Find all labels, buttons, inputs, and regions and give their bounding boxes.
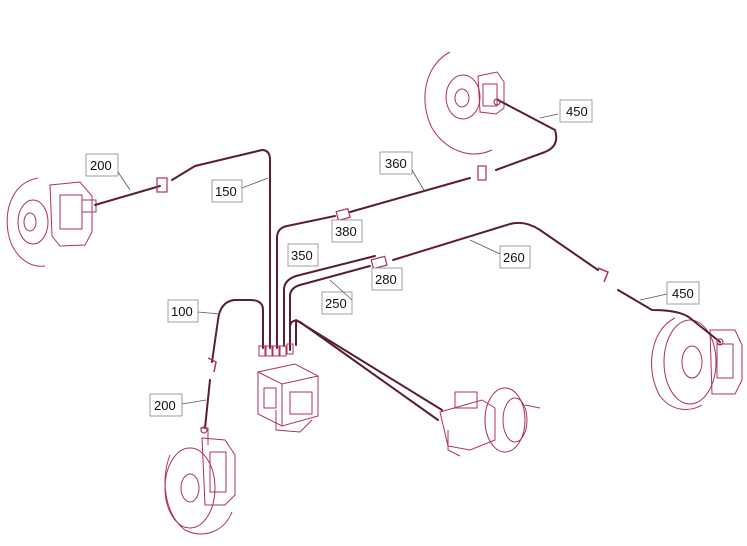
- lower-left-brake-disc: [164, 427, 236, 535]
- label-450-rear-right-text: 450: [566, 104, 588, 119]
- label-380-text: 380: [335, 224, 357, 239]
- label-100: 100: [167, 299, 199, 323]
- label-200-lower-text: 200: [154, 398, 176, 413]
- label-450-rear-right: 450: [559, 99, 593, 123]
- master-cylinder-booster: [439, 387, 541, 457]
- label-280-text: 280: [375, 272, 397, 287]
- label-350: 350: [287, 243, 319, 267]
- label-360: 360: [379, 151, 413, 175]
- label-360-text: 360: [385, 156, 407, 171]
- label-150-text: 150: [215, 184, 237, 199]
- label-260-text: 260: [503, 250, 525, 265]
- front-right-brake-disc: [651, 317, 743, 410]
- rear-right-brake-disc: [424, 51, 505, 155]
- label-280: 280: [371, 267, 403, 291]
- label-200-front-left-text: 200: [90, 158, 112, 173]
- abs-hydraulic-unit: [257, 363, 319, 433]
- label-200-lower: 200: [149, 393, 183, 417]
- label-100-text: 100: [171, 304, 193, 319]
- abs-pipe-connectors: [258, 343, 294, 357]
- label-250: 250: [321, 291, 353, 315]
- label-200-front-left: 200: [85, 153, 119, 177]
- left-brake-disc: [6, 177, 97, 267]
- label-leaders: [117, 113, 668, 405]
- label-380: 380: [331, 219, 363, 243]
- label-450-front-right: 450: [666, 281, 700, 305]
- label-350-text: 350: [291, 248, 313, 263]
- label-150: 150: [211, 179, 243, 203]
- label-450-front-right-text: 450: [672, 286, 694, 301]
- label-260: 260: [499, 245, 531, 269]
- label-250-text: 250: [325, 296, 347, 311]
- pipe-fittings: [156, 98, 724, 434]
